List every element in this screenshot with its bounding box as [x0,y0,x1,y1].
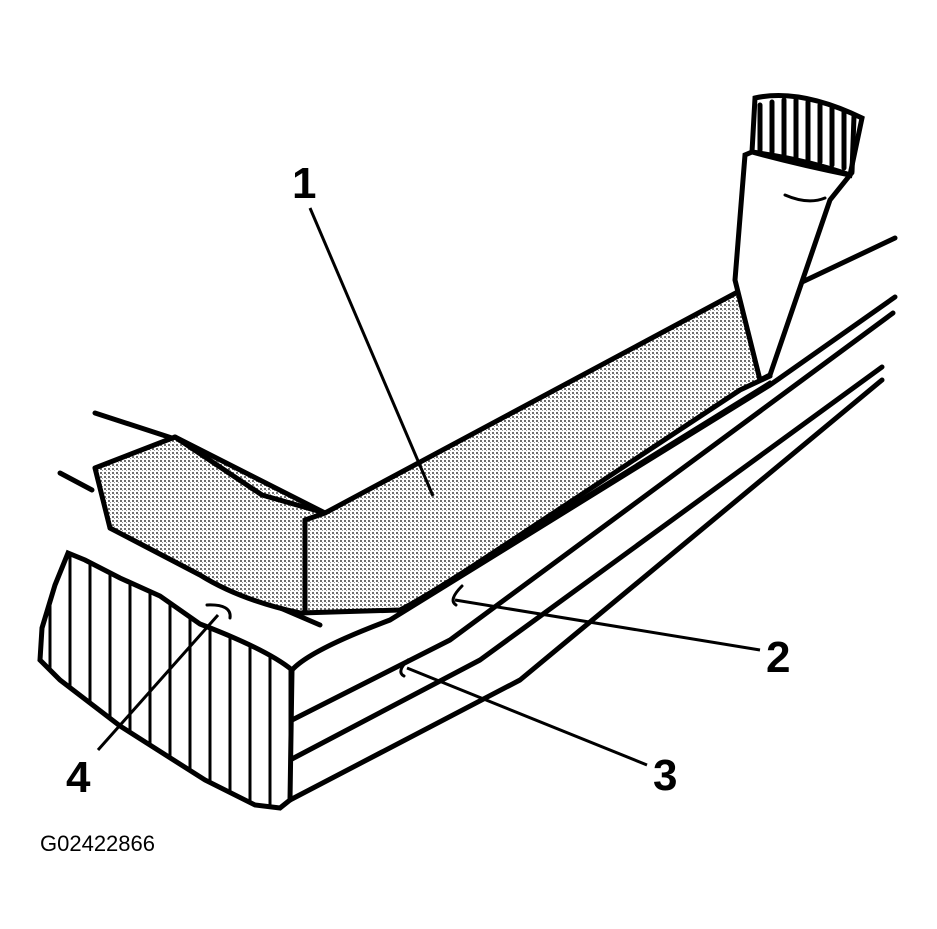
callout-4: 4 [66,753,91,802]
callout-2: 2 [766,633,790,682]
leader-2 [454,598,761,652]
leader-4 [96,614,220,751]
figure-id: G02422866 [40,831,155,856]
leader-3 [406,666,648,767]
callout-3: 3 [653,751,677,800]
weatherstrip-channel [287,294,898,803]
leader-1 [308,207,435,497]
channel-cross-section [37,549,295,811]
leader-lines [96,207,761,767]
callout-1: 1 [292,159,316,208]
installation-tool [732,93,865,384]
